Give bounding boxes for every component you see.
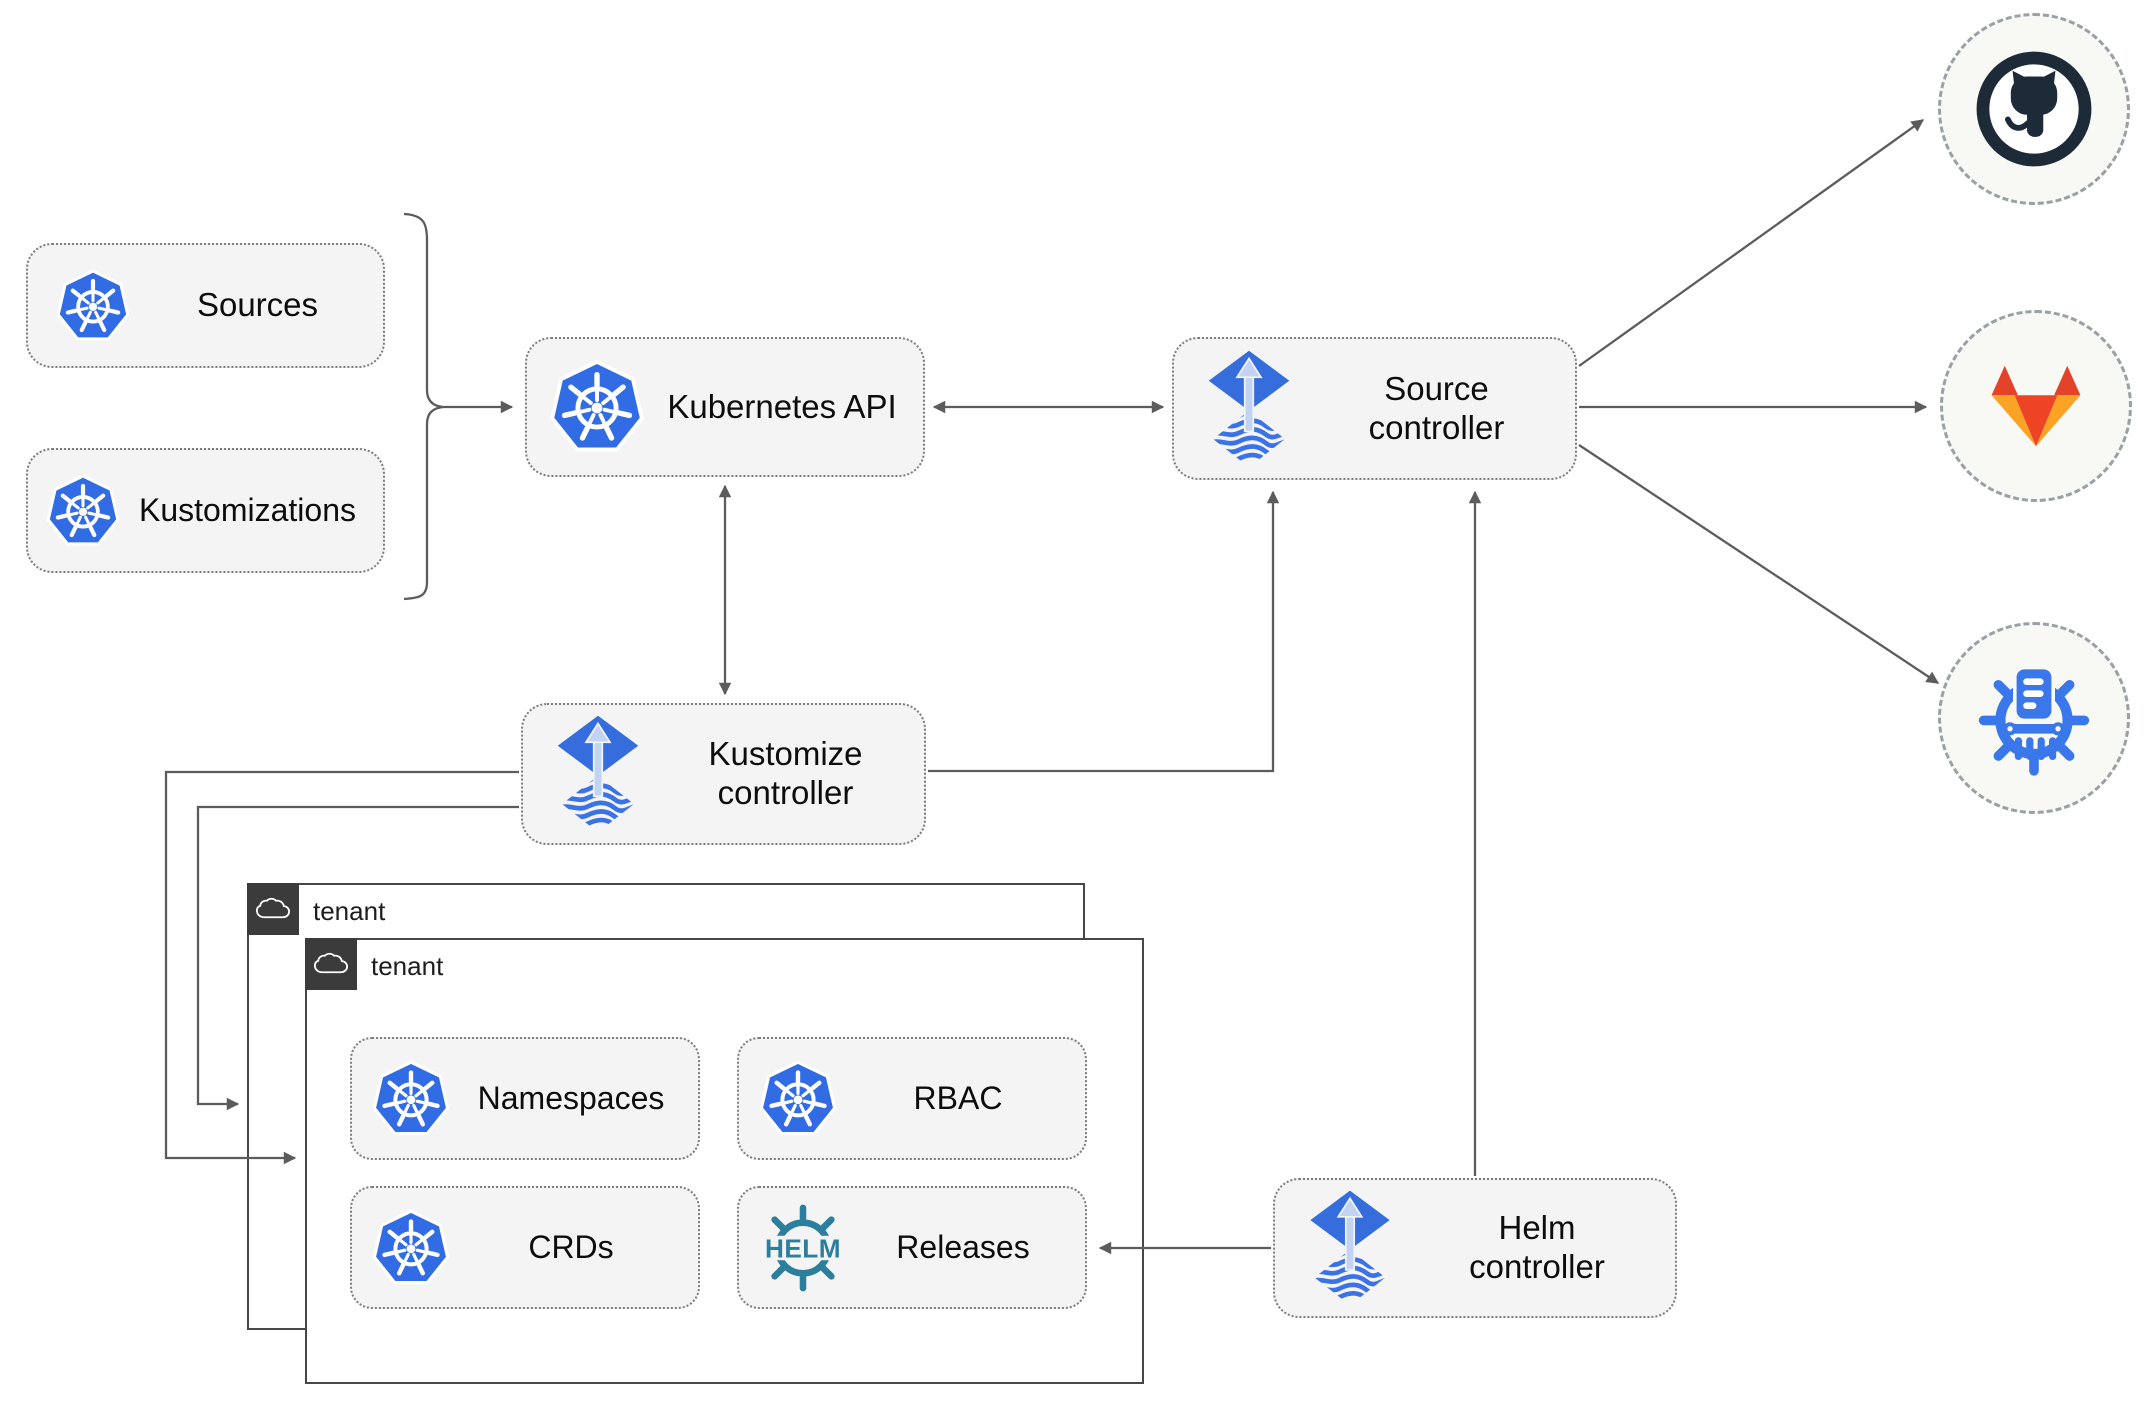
chartmuseum-repo-circle [1938,622,2130,814]
node-kustomize-controller: Kustomize controller [521,703,926,845]
helm-logo-text: HELM [765,1233,841,1263]
node-label: Kustomizations [139,491,356,528]
node-label: Helm controller [1469,1209,1605,1285]
tenant-label: tenant [371,951,444,981]
node-label: Source controller [1368,369,1505,446]
node-label: Namespaces [477,1079,665,1116]
kubernetes-icon [527,358,667,456]
node-label: Releases [896,1228,1030,1265]
node-helm-controller: Helm controller [1273,1178,1677,1318]
github-icon [1976,51,2092,167]
tenant-badge [246,882,299,935]
flux-icon [1174,349,1324,469]
node-label: CRDs [528,1228,614,1265]
tenant-label: tenant [313,896,386,926]
kubernetes-icon [739,1059,857,1139]
node-crds: CRDs [350,1186,700,1309]
chartmuseum-icon [1978,665,2090,776]
brace-sources-group [403,212,444,601]
node-kustomizations: Kustomizations [26,448,385,573]
arrow-kustomize-to-source-controller [928,490,1280,773]
helm-icon: HELM [739,1200,867,1296]
tenant-badge [304,937,357,990]
gitlab-icon [1991,365,2081,447]
node-namespaces: Namespaces [350,1037,700,1160]
node-label: Kustomize controller [708,735,863,811]
node-releases: HELM Releases [737,1186,1087,1309]
cloud-icon [313,952,348,973]
node-rbac: RBAC [737,1037,1087,1160]
tenant-group-inner: tenant [304,937,1144,1384]
node-label: Sources [196,286,319,324]
kubernetes-icon [352,1059,470,1139]
kubernetes-icon [28,268,158,344]
gitlab-repo-circle [1940,310,2132,502]
node-source-controller: Source controller [1172,337,1577,480]
arrow-source-to-github [1578,119,1925,367]
github-repo-circle [1938,13,2130,205]
node-kubernetes-api: Kubernetes API [525,337,925,477]
cloud-icon [255,897,290,918]
flux-icon [1275,1189,1425,1307]
arrow-source-to-chartmuseum [1578,444,1940,684]
node-label: Kubernetes API [667,387,897,425]
kubernetes-icon [28,473,138,549]
node-sources: Sources [26,243,385,368]
node-label: RBAC [913,1079,1003,1116]
kubernetes-icon [352,1208,470,1288]
flux-icon [523,714,673,834]
